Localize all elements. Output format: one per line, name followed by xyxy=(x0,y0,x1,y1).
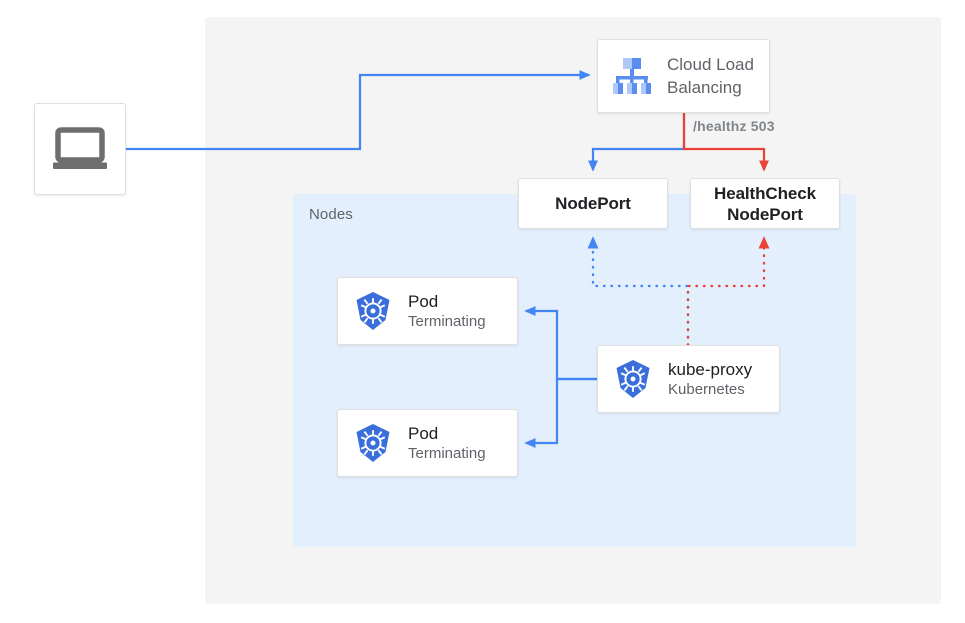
kubernetes-icon xyxy=(612,358,654,400)
kube-proxy-title: kube-proxy xyxy=(668,359,753,379)
pod-1-labels: Pod Terminating xyxy=(408,291,486,332)
pod-1-title: Pod xyxy=(408,291,439,311)
healthcheck-nodeport-label: HealthCheck NodePort xyxy=(714,183,816,225)
pod-1-status: Terminating xyxy=(408,312,486,330)
cloud-load-balancing-label: Cloud Load Balancing xyxy=(667,53,754,99)
nodeport-node: NodePort xyxy=(518,178,668,229)
pod-2-title: Pod xyxy=(408,423,439,443)
nodes-panel-label: Nodes xyxy=(309,206,353,223)
cloud-load-balancing-icon xyxy=(609,54,655,98)
cloud-load-balancing-node: Cloud Load Balancing xyxy=(597,39,770,113)
nodeport-label: NodePort xyxy=(555,194,631,213)
client-node xyxy=(34,103,126,195)
cloud-load-balancing-label-line2: Balancing xyxy=(667,78,742,97)
laptop-icon xyxy=(50,124,110,174)
kubernetes-icon xyxy=(352,290,394,332)
pod-node-2: Pod Terminating xyxy=(337,409,518,477)
pod-node-1: Pod Terminating xyxy=(337,277,518,345)
kube-proxy-subtitle: Kubernetes xyxy=(668,380,745,398)
healthz-503-edge-label: /healthz 503 xyxy=(693,118,775,134)
healthcheck-nodeport-label-line2: NodePort xyxy=(727,204,803,224)
healthcheck-nodeport-node: HealthCheck NodePort xyxy=(690,178,840,229)
kube-proxy-labels: kube-proxy Kubernetes xyxy=(668,359,752,400)
pod-2-status: Terminating xyxy=(408,444,486,462)
healthcheck-nodeport-label-line1: HealthCheck xyxy=(714,183,816,203)
pod-2-labels: Pod Terminating xyxy=(408,423,486,464)
cloud-load-balancing-label-line1: Cloud Load xyxy=(667,55,754,74)
kube-proxy-node: kube-proxy Kubernetes xyxy=(597,345,780,413)
kubernetes-icon xyxy=(352,422,394,464)
